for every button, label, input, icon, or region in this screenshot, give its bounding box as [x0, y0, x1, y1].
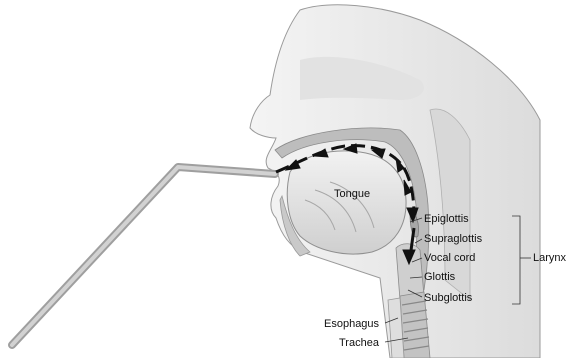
label-subglottis: Subglottis — [424, 292, 473, 304]
tongue-shape — [287, 151, 406, 254]
label-larynx: Larynx — [533, 252, 567, 264]
label-esophagus: Esophagus — [324, 318, 380, 330]
label-supraglottis: Supraglottis — [424, 233, 483, 245]
label-tongue: Tongue — [334, 188, 370, 200]
scope-tube — [12, 167, 275, 345]
label-epiglottis: Epiglottis — [424, 213, 469, 225]
label-glottis: Glottis — [424, 271, 456, 283]
label-trachea: Trachea — [339, 337, 380, 349]
label-vocal-cord: Vocal cord — [424, 252, 475, 264]
